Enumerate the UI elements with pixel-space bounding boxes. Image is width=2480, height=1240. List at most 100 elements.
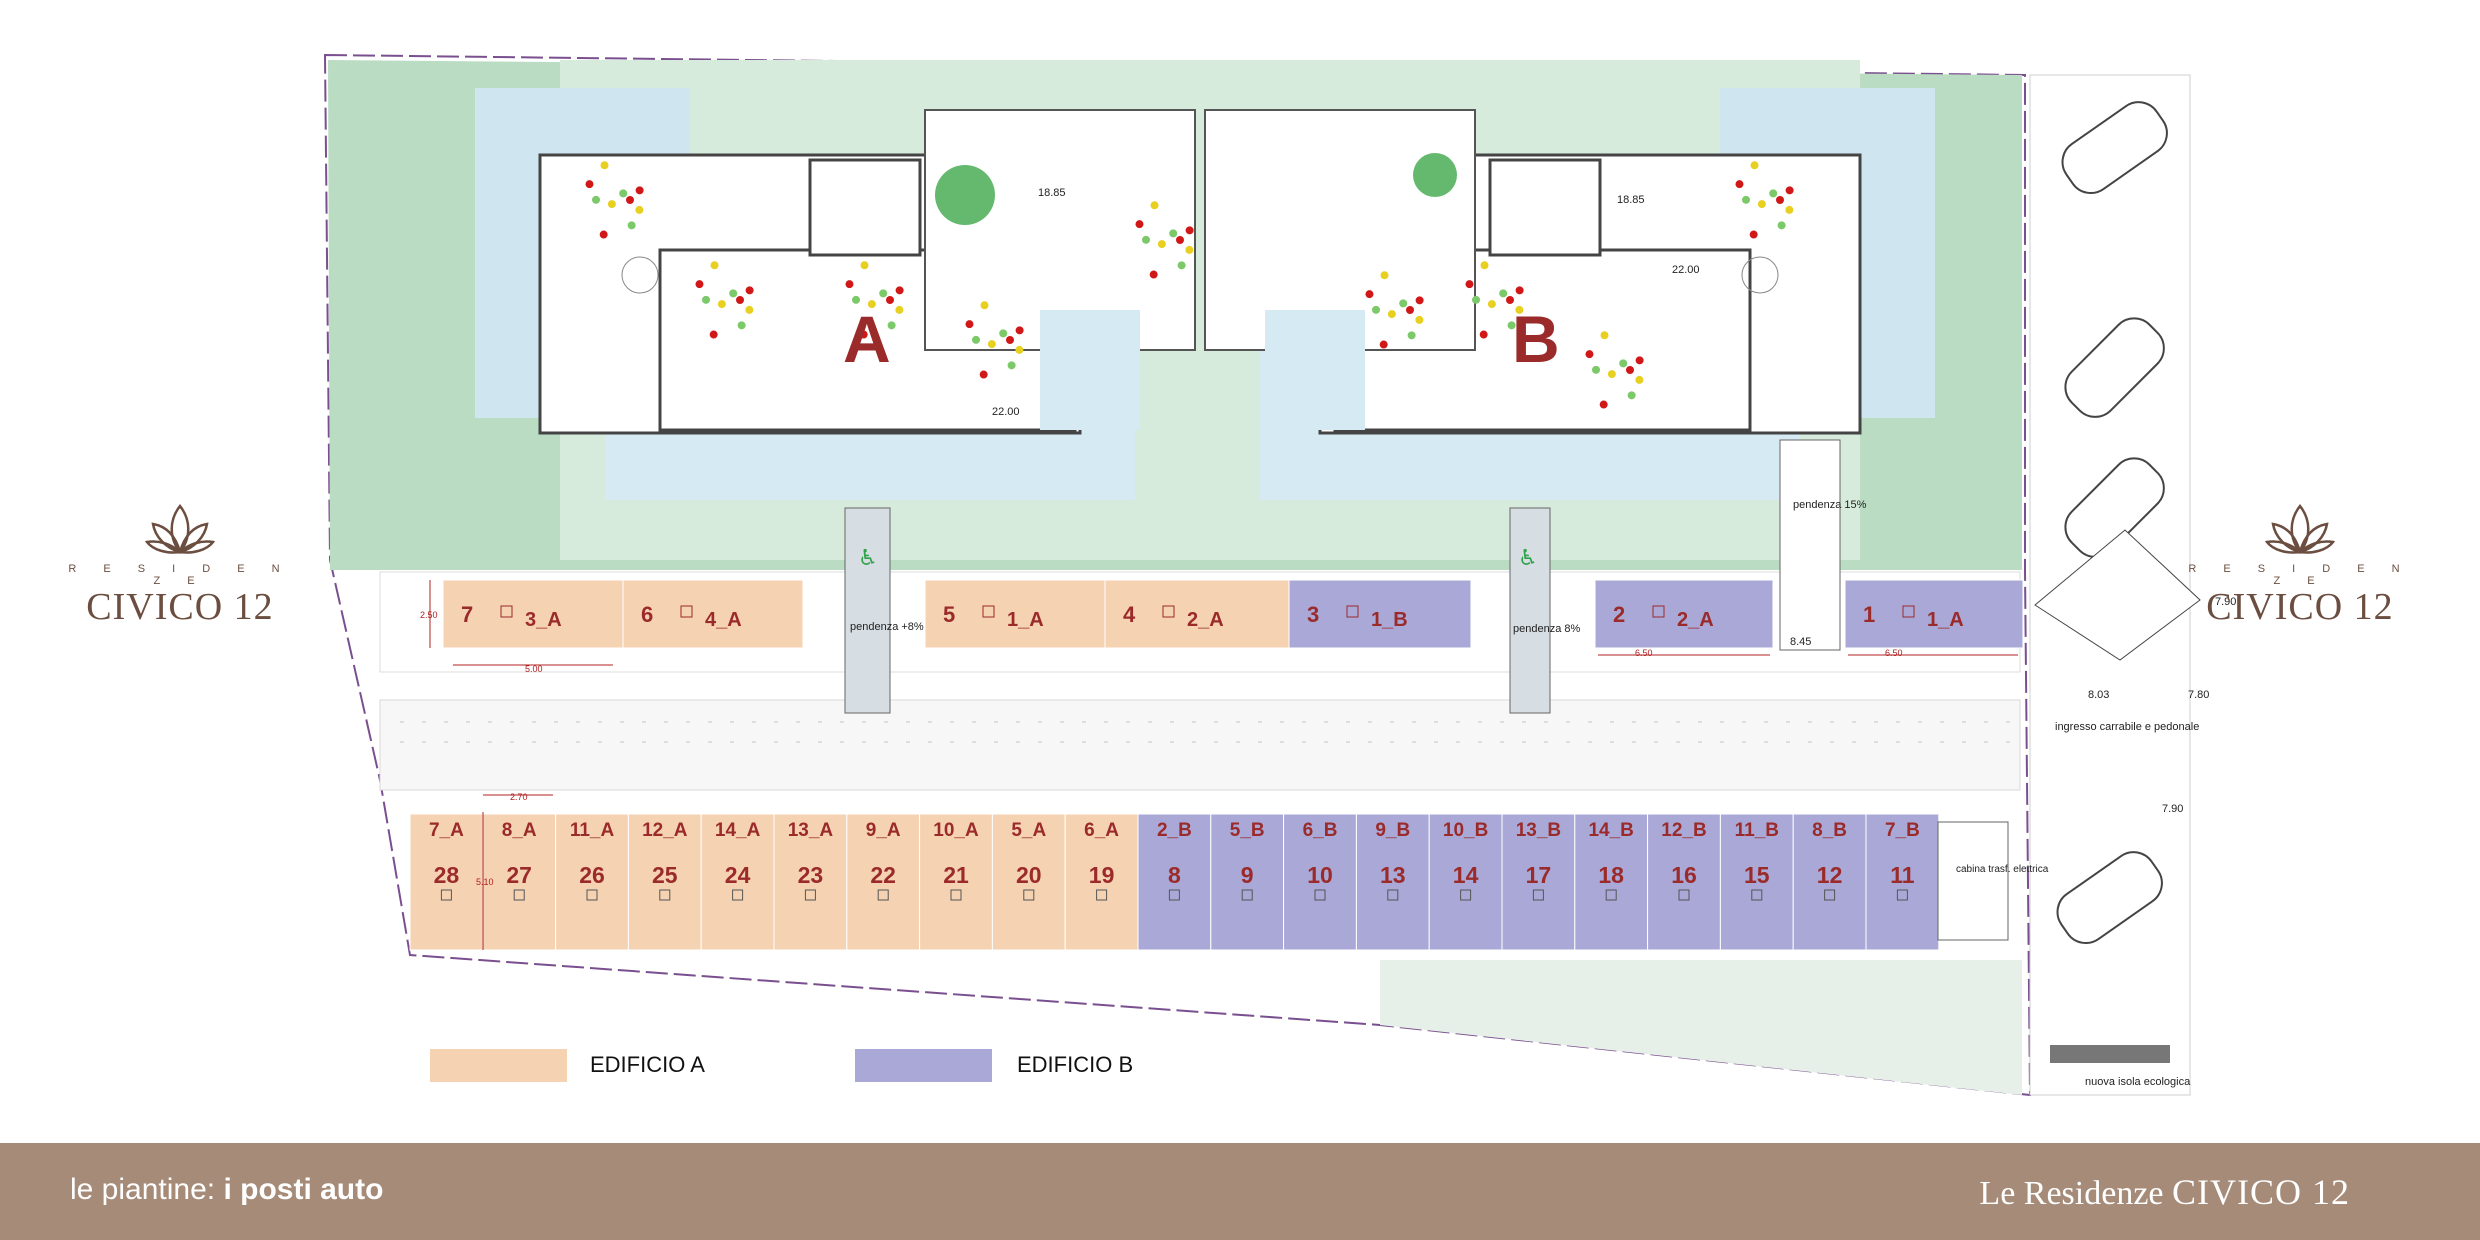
parking-stall[interactable]: 13_A23 <box>773 813 848 951</box>
parking-stall[interactable]: 8_A 27 <box>482 813 557 951</box>
stall-unit: 2_A <box>1677 609 1714 631</box>
footer-bar: le piantine: i posti auto Le Residenze C… <box>0 1143 2480 1240</box>
eco-island <box>2050 1045 2170 1063</box>
brand-title: CIVICO 12 <box>86 586 274 628</box>
stall-marker-icon <box>659 889 671 901</box>
parking-stall[interactable]: 9_B13 <box>1355 813 1430 951</box>
legend-swatch-a <box>430 1049 567 1082</box>
stall-unit: 4_A <box>705 609 742 631</box>
parking-stall[interactable]: 14_B 18 <box>1574 813 1649 951</box>
parking-stall[interactable]: 10_A21 <box>919 813 993 951</box>
parking-stall[interactable]: 6_A19 <box>1064 813 1139 951</box>
stall-number: 28 <box>434 862 460 888</box>
level-780: 7.80 <box>2188 689 2209 701</box>
dimension-lines <box>429 580 2018 950</box>
ramp-a-label: pendenza +8% <box>850 621 924 633</box>
cabin-label: cabina trasf. elettrica <box>1956 864 2049 875</box>
main-road <box>379 699 2021 791</box>
dim-650a: 6.50 <box>1635 648 1653 658</box>
stall-marker-icon <box>680 605 693 618</box>
parking-stall[interactable]: 5_A 20 <box>991 813 1066 951</box>
stall-number: 15 <box>1744 862 1770 888</box>
stall-unit: 5_A <box>1011 820 1046 841</box>
dim-650b: 6.50 <box>1885 648 1903 658</box>
parking-stall[interactable]: 13_B17 <box>1501 813 1576 951</box>
parking-stall[interactable]: 5 1_A <box>924 579 1106 649</box>
dim-270: 2.70 <box>510 792 528 802</box>
parking-stall[interactable]: 12_A25 <box>627 813 702 951</box>
parking-stall[interactable]: 7_A28 <box>409 813 484 951</box>
stall-unit: 14_B <box>1588 820 1633 841</box>
stall-marker-icon <box>732 889 744 901</box>
stall-marker-icon <box>1896 889 1908 901</box>
footer-section: i posti auto <box>223 1173 384 1206</box>
car-icon <box>2056 101 2168 945</box>
stall-marker-icon <box>1678 889 1690 901</box>
stall-number: 11 <box>1890 862 1915 888</box>
stall-number: 26 <box>579 862 605 888</box>
lotus-icon <box>2264 503 2336 555</box>
stall-number: 7 <box>461 602 473 627</box>
brand-logo-right: R E S I D E N Z E CIVICO 12 <box>2180 500 2420 627</box>
stall-number: 24 <box>725 862 751 888</box>
stall-marker-icon <box>500 605 513 618</box>
stall-number: 25 <box>652 862 678 888</box>
stall-marker-icon <box>804 889 816 901</box>
stall-number: 4 <box>1123 602 1136 627</box>
stall-number: 18 <box>1598 862 1624 888</box>
svg-text:♿: ♿ <box>1518 546 1538 571</box>
ramp-b-label: pendenza 8% <box>1513 623 1580 635</box>
footer-brand: Le Residenze CIVICO 12 <box>1979 1171 2350 1213</box>
parking-stall[interactable]: 11_A26 <box>555 813 629 951</box>
parking-stall[interactable]: 11_B15 <box>1719 813 1794 951</box>
stall-unit: 8_A <box>502 820 537 841</box>
parking-stall[interactable]: 7_B 11 <box>1865 813 1940 951</box>
stall-marker-icon <box>1241 889 1253 901</box>
level-a-bottom: 22.00 <box>992 406 1020 418</box>
brand-title: CIVICO 12 <box>2206 586 2394 628</box>
stall-marker-icon <box>1605 889 1617 901</box>
stall-marker-icon <box>1532 889 1544 901</box>
parking-stall[interactable]: 2_B8 <box>1137 813 1212 951</box>
stall-number: 27 <box>506 862 532 888</box>
parking-stall[interactable]: 8_B12 <box>1792 813 1867 951</box>
parking-stall[interactable]: 12_B16 <box>1647 813 1721 951</box>
stall-number: 3 <box>1307 602 1319 627</box>
parking-stall[interactable]: 14_A24 <box>700 813 775 951</box>
parking-stall[interactable]: 5_B9 <box>1210 813 1285 951</box>
level-790b: 7.90 <box>2162 803 2183 815</box>
stall-unit: 9_A <box>866 820 901 841</box>
stall-number: 12 <box>1817 862 1843 888</box>
legend-label-a: EDIFICIO A <box>590 1052 705 1077</box>
bottom-parking-row: 7_A288_A2711_A2612_A2514_A2413_A239_A221… <box>409 813 1940 951</box>
stall-number: 5 <box>943 602 955 627</box>
stall-number: 16 <box>1671 862 1697 888</box>
stall-unit: 1_A <box>1007 609 1044 631</box>
parking-stall[interactable]: 6_B10 <box>1283 813 1357 951</box>
stall-unit: 10_B <box>1443 820 1488 841</box>
tree-icon <box>935 153 1457 225</box>
level-b-top: 18.85 <box>1617 194 1645 206</box>
lotus-icon <box>144 503 216 555</box>
entrance-label: ingresso carrabile e pedonale <box>2055 721 2199 733</box>
stall-marker-icon <box>1346 605 1359 618</box>
stall-marker-icon <box>1902 605 1915 618</box>
parking-stall[interactable]: 6 4_A <box>622 579 804 649</box>
stall-marker-icon <box>1314 889 1326 901</box>
electric-cabin <box>1937 821 2009 941</box>
stall-marker-icon <box>513 889 525 901</box>
parking-stall[interactable]: 10_B14 <box>1428 813 1503 951</box>
stall-number: 6 <box>641 602 653 627</box>
stall-unit: 7_B <box>1885 820 1920 841</box>
level-b-bottom: 22.00 <box>1672 264 1700 276</box>
stall-number: 17 <box>1526 862 1552 888</box>
parking-stall[interactable]: 9_A22 <box>846 813 921 951</box>
stall-number: 20 <box>1016 862 1042 888</box>
brand-subtitle: R E S I D E N Z E <box>68 563 292 587</box>
